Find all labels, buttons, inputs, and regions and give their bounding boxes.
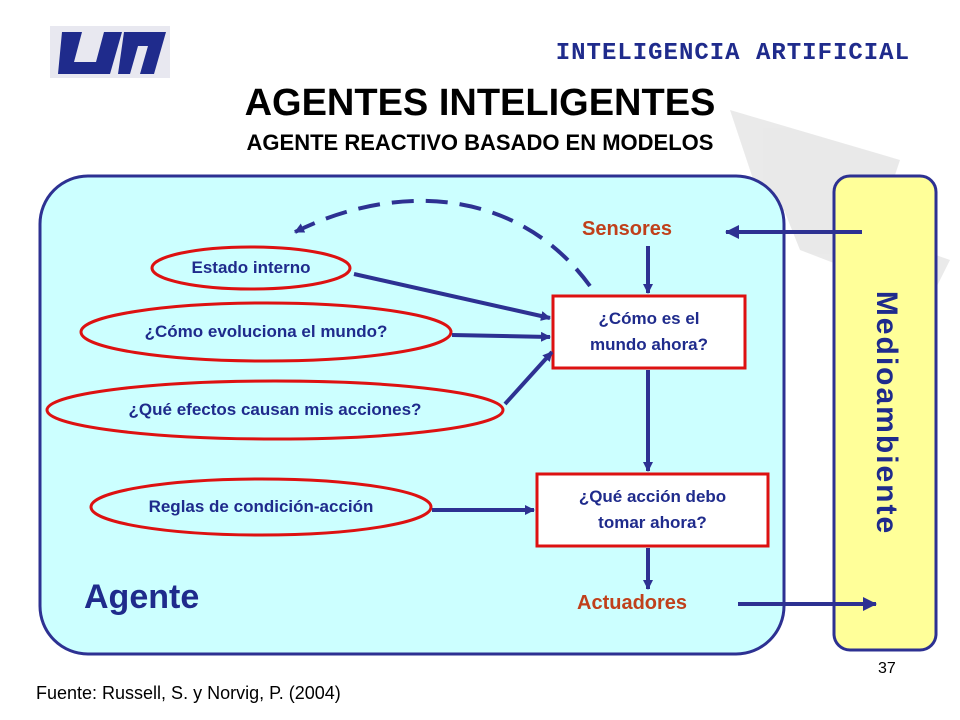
action-now-box <box>535 472 770 548</box>
environment-label-wrapper: Medioambiente <box>838 176 934 650</box>
environment-region <box>832 174 938 652</box>
arrow-evolution-to-box <box>451 331 551 342</box>
world-evolution-label: ¿Cómo evoluciona el mundo? <box>144 322 388 341</box>
world-now-label: ¿Cómo es el mundo ahora? <box>553 296 745 368</box>
action-now-line-1: ¿Qué acción debo <box>578 487 727 506</box>
condition-action-rules-label: Reglas de condición-acción <box>148 497 374 516</box>
university-logo <box>50 26 170 78</box>
slide-title: AGENTES INTELIGENTES <box>244 82 716 124</box>
sensors-label: Sensores <box>582 218 673 240</box>
action-now-line-2: tomar ahora? <box>598 513 707 532</box>
world-now-box <box>551 294 747 370</box>
arrow-effects-to-box <box>503 350 554 406</box>
page-number: 37 <box>878 660 896 677</box>
actuators-label: Actuadores <box>577 592 688 614</box>
internal-state-label: Estado interno <box>191 258 311 277</box>
arrow-internal-state-to-box <box>353 272 551 321</box>
world-now-line-1: ¿Cómo es el <box>598 309 700 328</box>
source-citation: Fuente: Russell, S. y Norvig, P. (2004) <box>36 683 341 703</box>
action-effects-label: ¿Qué efectos causan mis acciones? <box>128 400 422 419</box>
action-effects-oval <box>45 379 505 441</box>
action-now-label: ¿Qué acción debo tomar ahora? <box>537 474 768 546</box>
course-title: INTELIGENCIA ARTIFICIAL <box>555 40 910 67</box>
environment-label: Medioambiente <box>870 290 903 536</box>
slide-subtitle: AGENTE REACTIVO BASADO EN MODELOS <box>246 130 714 155</box>
dashed-feedback-arrow <box>294 198 592 288</box>
agent-label: Agente <box>84 578 200 616</box>
condition-action-rules-oval <box>89 477 433 537</box>
internal-state-oval <box>150 245 352 291</box>
world-evolution-oval <box>79 301 453 363</box>
world-now-line-2: mundo ahora? <box>589 335 709 354</box>
